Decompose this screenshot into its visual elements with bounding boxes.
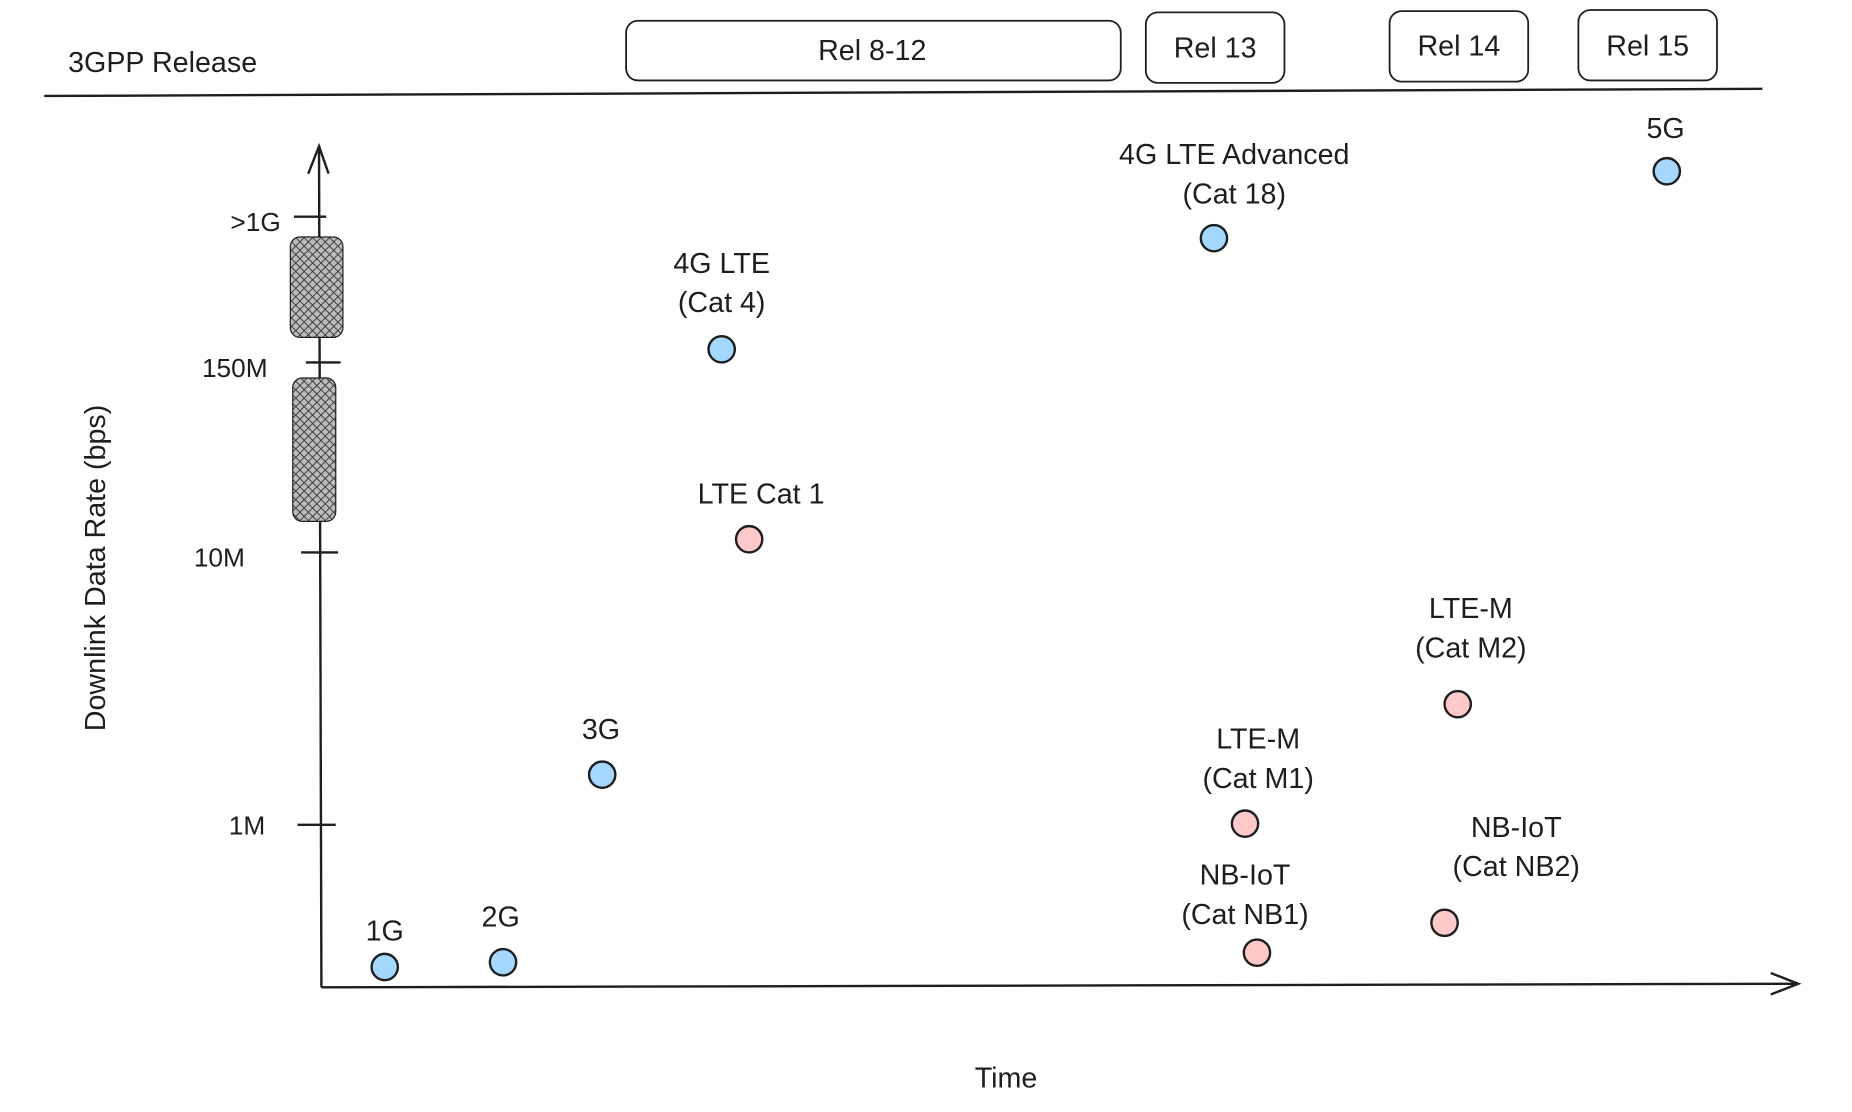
x-axis-label: Time [975, 1063, 1038, 1095]
data-point-lte-cat-1-4: LTE Cat 1 [698, 478, 825, 554]
point-marker [1242, 938, 1272, 968]
point-label: LTE Cat 1 [698, 478, 825, 510]
data-point-5g-6: 5G [1646, 113, 1685, 186]
release-box-rel-8-12: Rel 8-12 [625, 19, 1122, 82]
point-marker [734, 524, 764, 554]
release-box-rel-14: Rel 14 [1388, 10, 1530, 83]
point-label: 1G [366, 916, 404, 948]
point-marker [370, 952, 400, 982]
point-label: (Cat M1) [1202, 763, 1313, 795]
y-tick-1g: >1G [230, 207, 327, 237]
point-marker [1430, 908, 1459, 938]
release-label: Rel 14 [1417, 30, 1500, 62]
data-point-4g-lte-advanced-5: 4G LTE Advanced (Cat 18) [1119, 139, 1349, 253]
point-label: LTE-M [1216, 723, 1300, 755]
point-marker [707, 334, 737, 364]
point-label: 4G LTE Advanced [1119, 139, 1349, 171]
release-label: Rel 8-12 [818, 35, 926, 67]
point-label: 2G [482, 901, 520, 933]
point-marker [1443, 689, 1473, 719]
point-label: (Cat M2) [1415, 633, 1526, 665]
svg-text:>1G: >1G [230, 207, 280, 237]
release-box-rel-13: Rel 13 [1144, 11, 1286, 84]
svg-text:1M: 1M [229, 810, 265, 840]
y-tick-150m: 150M [202, 353, 341, 383]
point-label: 5G [1646, 113, 1684, 145]
release-label: Rel 15 [1606, 30, 1689, 62]
axis-break-lower [292, 377, 337, 522]
header-divider [44, 87, 1763, 98]
point-label: 3G [582, 714, 620, 746]
data-point-nb-iot-10: NB-IoT (Cat NB2) [1430, 812, 1580, 938]
release-label: Rel 13 [1174, 33, 1257, 65]
data-points: 1G 2G 3G 4G LTE (Cat 4) LTE Cat 1 4G LTE Advan… [366, 113, 1685, 982]
point-marker [587, 760, 617, 789]
point-marker [488, 947, 518, 977]
point-marker [1652, 156, 1682, 186]
y-tick-10m: 10M [194, 543, 339, 573]
point-label: 4G LTE [673, 248, 770, 280]
point-marker [1199, 223, 1229, 253]
svg-text:10M: 10M [194, 543, 245, 573]
point-label: NB-IoT [1471, 812, 1562, 844]
point-label: (Cat 4) [678, 287, 766, 319]
release-box-rel-15: Rel 15 [1577, 9, 1718, 82]
data-point-lte-m-7: LTE-M (Cat M1) [1202, 723, 1314, 838]
x-axis [321, 971, 1802, 996]
point-label: (Cat 18) [1183, 179, 1287, 211]
axis-break-upper [289, 236, 344, 338]
header-title: 3GPP Release [68, 47, 257, 79]
point-marker [1230, 809, 1260, 838]
point-label: NB-IoT [1200, 860, 1291, 892]
svg-text:150M: 150M [202, 353, 268, 383]
y-axis-label: Downlink Data Rate (bps) [80, 405, 112, 732]
data-point-lte-m-9: LTE-M (Cat M2) [1415, 593, 1527, 719]
data-point-2g-1: 2G [482, 901, 520, 977]
data-point-nb-iot-8: NB-IoT (Cat NB1) [1181, 860, 1309, 968]
data-point-3g-2: 3G [582, 714, 620, 789]
point-label: (Cat NB2) [1453, 851, 1580, 883]
y-tick-1m: 1M [229, 810, 336, 840]
point-label: (Cat NB1) [1181, 899, 1308, 931]
data-point-1g-0: 1G [366, 916, 404, 982]
point-label: LTE-M [1429, 593, 1513, 625]
data-point-4g-lte-3: 4G LTE (Cat 4) [673, 248, 770, 364]
